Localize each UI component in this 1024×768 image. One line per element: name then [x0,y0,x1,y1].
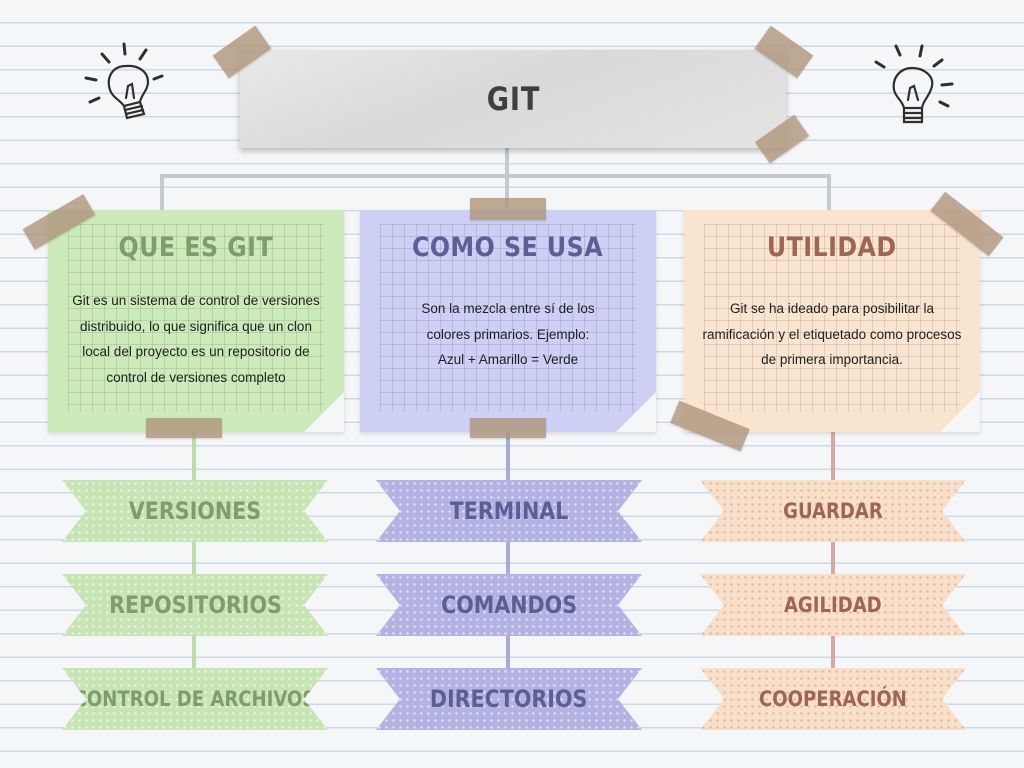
note-grid [68,224,324,412]
note-body: Son la mezcla entre sí de los colores pr… [421,301,595,367]
note-grid [704,224,960,412]
ribbon-label: DIRECTORIOS [430,685,588,713]
tape [146,418,222,438]
note-grid [380,224,636,412]
connector-horizontal [160,174,831,178]
note-heading-text: COMO SE USA [412,232,604,263]
note-heading: COMO SE USA [360,232,656,263]
title-banner: GIT [240,50,786,148]
ribbon-guardar: GUARDAR [700,480,966,542]
note-body: Git se ha ideado para posibilitar la ram… [702,301,962,367]
ribbon-repositorios: REPOSITORIOS [62,574,328,636]
note-como-se-usa: COMO SE USA Son la mezcla entre sí de lo… [360,210,656,432]
connector-left-drop [160,174,164,214]
note-que-es-git: QUE ES GIT Git es un sistema de control … [48,210,344,432]
note-heading-text: QUE ES GIT [118,232,274,263]
connector-green-vertical [192,430,196,710]
page-title: GIT [486,80,540,118]
tape [470,418,546,438]
ribbon-label: COOPERACIÓN [759,687,907,711]
ribbon-control-de-archivos: CONTROL DE ARCHIVOS [62,668,328,730]
note-heading: QUE ES GIT [48,232,344,263]
lightbulb-icon [84,42,164,120]
ribbon-terminal: TERMINAL [376,480,642,542]
ribbon-label: CONTROL DE ARCHIVOS [74,687,316,711]
connector-peach-vertical [831,430,835,710]
ribbon-label: GUARDAR [783,499,883,523]
ribbon-label: COMANDOS [440,591,578,619]
ribbon-comandos: COMANDOS [376,574,642,636]
ribbon-versiones: VERSIONES [62,480,328,542]
ribbon-agilidad: AGILIDAD [700,574,966,636]
tape [470,198,546,220]
connector-right-drop [827,174,831,214]
ribbon-cooperacion: COOPERACIÓN [700,668,966,730]
note-body: Git es un sistema de control de versione… [72,293,320,385]
ribbon-directorios: DIRECTORIOS [376,668,642,730]
connector-blue-vertical [506,430,510,710]
note-heading-text: UTILIDAD [767,232,897,263]
ribbon-label: AGILIDAD [784,593,882,617]
ribbon-label: TERMINAL [449,497,569,525]
lightbulb-icon [874,44,954,124]
ribbon-label: REPOSITORIOS [108,591,282,619]
note-utilidad: UTILIDAD Git se ha ideado para posibilit… [684,210,980,432]
ribbon-label: VERSIONES [128,497,262,525]
connector-trunk [505,148,509,208]
note-heading: UTILIDAD [684,232,980,263]
